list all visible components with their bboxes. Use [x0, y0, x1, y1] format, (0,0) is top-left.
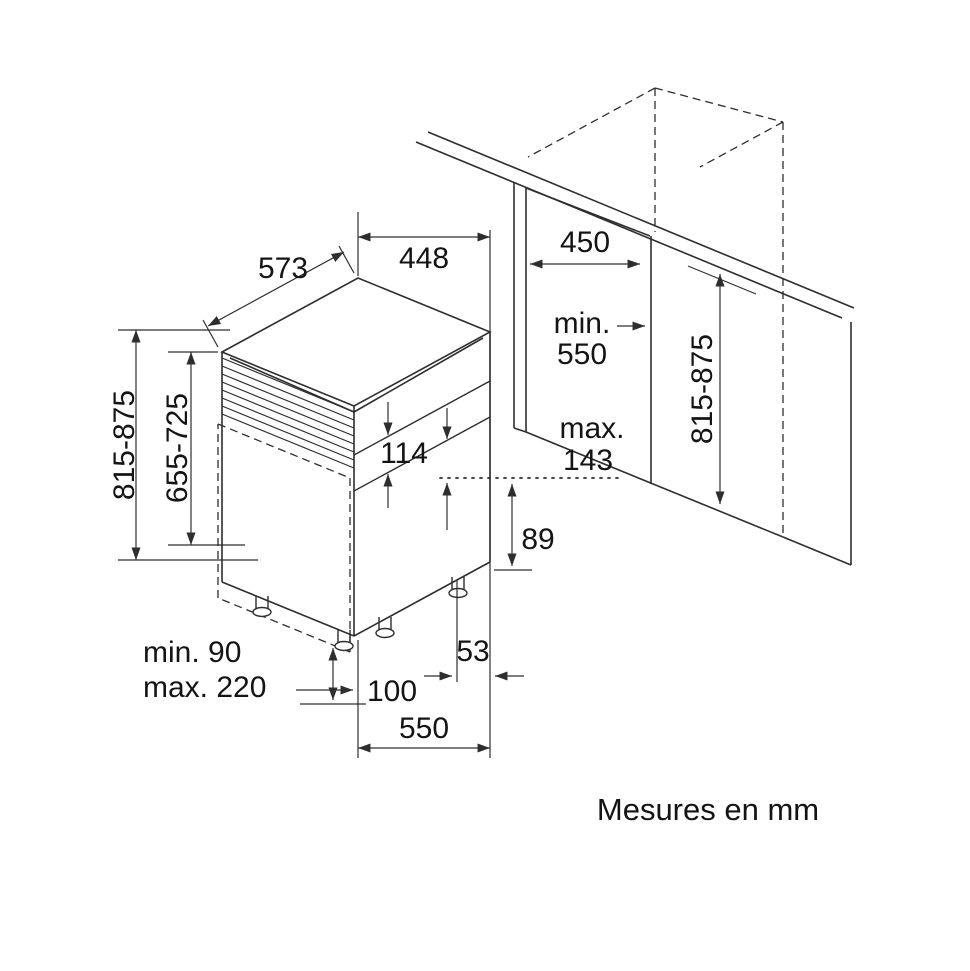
- dim-niche-depth-word: min.: [554, 307, 611, 340]
- dim-height-overall: 815-875: [108, 329, 258, 561]
- dim-plinth-max-label: max. 220: [143, 671, 266, 704]
- dim-rear-foot-offset: 53: [424, 580, 524, 682]
- dim-niche-height-label: 815-875: [686, 334, 719, 444]
- dim-height-overall-label: 815-875: [108, 390, 141, 500]
- appliance-feet: [252, 577, 468, 652]
- dim-plinth-min-label: min. 90: [143, 636, 241, 669]
- dim-rear-clearance: 89: [494, 484, 555, 571]
- dim-width-top: 448: [357, 212, 491, 758]
- dim-plinth-height: min. 90 max. 220: [143, 636, 366, 705]
- dim-niche-depth: min. 550: [554, 307, 645, 371]
- dim-niche-width: 450: [530, 226, 640, 269]
- dim-height-door-label: 655-725: [161, 393, 194, 503]
- furniture-door-dashed: [217, 423, 351, 653]
- dim-niche-depth-value: 550: [557, 338, 607, 371]
- dim-rear-clearance-label: 89: [521, 523, 554, 556]
- dim-panel-height: 114: [380, 402, 428, 508]
- dim-depth-top-label: 573: [258, 252, 308, 285]
- dim-front-foot-offset: 100: [296, 675, 417, 708]
- dim-clearance-max-word: max.: [559, 412, 624, 445]
- worktop-lines: [415, 131, 855, 319]
- dim-niche-height: 815-875: [686, 265, 757, 504]
- dim-front-foot-offset-label: 100: [367, 675, 417, 708]
- dim-base-depth: 550: [358, 712, 490, 753]
- niche-dashed-cabinet: [527, 87, 784, 537]
- niche-walls: [513, 183, 852, 566]
- dim-base-depth-label: 550: [399, 712, 449, 745]
- control-panel-hatching: [221, 357, 355, 469]
- dim-rear-foot-offset-label: 53: [456, 635, 489, 668]
- dim-niche-width-label: 450: [560, 226, 610, 259]
- dim-width-top-label: 448: [399, 242, 449, 275]
- dim-depth-top: 573: [202, 245, 355, 348]
- dim-clearance-max: max. 143: [439, 408, 625, 530]
- dim-clearance-max-value: 143: [563, 444, 613, 477]
- dim-height-door: 655-725: [161, 351, 245, 546]
- units-note: Mesures en mm: [597, 792, 819, 827]
- dim-panel-height-label: 114: [380, 437, 428, 470]
- appliance-outline: [220, 277, 492, 637]
